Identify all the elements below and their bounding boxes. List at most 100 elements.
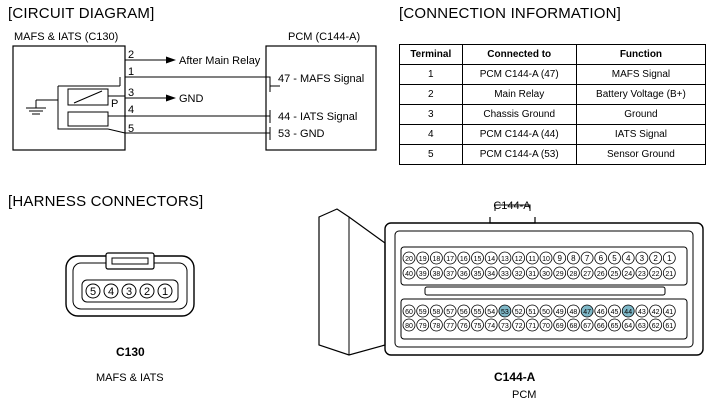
c144a-pin-80 bbox=[402, 318, 416, 332]
c144a-pin-label: 54 bbox=[487, 309, 495, 316]
terminal-cell: 2 bbox=[399, 84, 463, 105]
c144a-pin-9 bbox=[553, 251, 567, 265]
c144a-pin-label: 66 bbox=[597, 323, 605, 330]
c130-pin-1 bbox=[157, 283, 173, 299]
connected-to-cell: Main Relay bbox=[461, 84, 577, 105]
c144a-pin-label: 46 bbox=[597, 309, 605, 316]
c144a-pin-label: 62 bbox=[652, 323, 660, 330]
c144a-pin-label: 60 bbox=[405, 309, 413, 316]
c144a-pin-68 bbox=[566, 318, 580, 332]
c144a-pin-18 bbox=[430, 251, 443, 265]
terminal-cell: 5 bbox=[399, 144, 463, 165]
c144a-pin-36 bbox=[457, 266, 471, 280]
c144a-pin-label: 45 bbox=[611, 309, 619, 316]
c144a-pin-70 bbox=[539, 318, 553, 332]
c144a-pin-16 bbox=[457, 251, 471, 265]
c144a-pin-label: 49 bbox=[556, 309, 564, 316]
c144a-pin-43 bbox=[635, 304, 649, 318]
mafs-element-box bbox=[67, 88, 109, 106]
c144a-pin-55 bbox=[471, 304, 484, 318]
c144a-pin-label: 27 bbox=[583, 271, 591, 278]
c144a-pin-label: 71 bbox=[528, 323, 536, 330]
c130-connector: 5 4 3 2 1 bbox=[65, 252, 195, 317]
c144a-pin-label: 31 bbox=[528, 271, 536, 278]
c144a-pin-label: 58 bbox=[433, 309, 441, 316]
c144a-pin-15 bbox=[471, 251, 484, 265]
c144a-pin-label: 43 bbox=[638, 309, 646, 316]
c130-pin-label: 2 bbox=[144, 286, 150, 298]
function-cell: Battery Voltage (B+) bbox=[575, 84, 707, 105]
c144a-pin-label: 79 bbox=[419, 323, 427, 330]
c144a-pin-label: 47 bbox=[583, 309, 591, 316]
c130-pin-2 bbox=[139, 283, 155, 299]
c130-pin-5 bbox=[85, 283, 101, 299]
function-cell: Sensor Ground bbox=[575, 144, 707, 165]
c144a-pin-65 bbox=[608, 318, 621, 332]
c144a-pin-label: 3 bbox=[640, 254, 645, 263]
c144a-pin-label: 40 bbox=[405, 271, 413, 278]
c144a-pin-label: 12 bbox=[515, 256, 523, 263]
c144a-description: PCM bbox=[512, 389, 537, 401]
c144a-pin-19 bbox=[416, 251, 430, 265]
c130-latch bbox=[105, 252, 155, 270]
connection-table: Terminal Connected to Function 1 PCM C14… bbox=[399, 44, 707, 165]
c144a-pin-label: 61 bbox=[665, 323, 673, 330]
c144a-pin-label: 53 bbox=[501, 309, 509, 316]
function-cell: Ground bbox=[575, 104, 707, 125]
header-connected-to: Connected to bbox=[461, 44, 577, 65]
header-function: Function bbox=[575, 44, 707, 65]
c144a-pin-label: 35 bbox=[474, 271, 482, 278]
c144a-pin-69 bbox=[553, 318, 567, 332]
c144a-pin-45 bbox=[608, 304, 621, 318]
c144a-pin-47 bbox=[580, 304, 594, 318]
c144a-pin-label: 64 bbox=[624, 323, 632, 330]
c144a-pin-5 bbox=[608, 251, 621, 265]
c144a-pin-37 bbox=[443, 266, 457, 280]
c144a-pin-label: 48 bbox=[570, 309, 578, 316]
pin-4-label: 4 bbox=[128, 104, 134, 116]
c144a-pin-label: 14 bbox=[487, 256, 495, 263]
c144a-pin-62 bbox=[649, 318, 663, 332]
c144a-pin-label: 4 bbox=[626, 254, 631, 263]
pcm-pin-47-label: 47 - MAFS Signal bbox=[278, 73, 364, 85]
c144a-pin-72 bbox=[512, 318, 526, 332]
c144a-pin-label: 73 bbox=[501, 323, 509, 330]
function-cell: MAFS Signal bbox=[575, 64, 707, 85]
c144a-pin-79 bbox=[416, 318, 430, 332]
c144a-pin-52 bbox=[512, 304, 526, 318]
pin-1-label: 1 bbox=[128, 66, 134, 78]
c144a-pin-label: 42 bbox=[652, 309, 660, 316]
c144a-pin-label: 50 bbox=[542, 309, 550, 316]
c144a-pin-label: 67 bbox=[583, 323, 591, 330]
c144a-pin-label: 80 bbox=[405, 323, 413, 330]
after-main-relay-label: After Main Relay bbox=[179, 55, 261, 67]
c144a-pin-44 bbox=[621, 304, 635, 318]
c144a-pin-label: 68 bbox=[570, 323, 578, 330]
c144a-pin-label: 29 bbox=[556, 271, 564, 278]
terminal-cell: 4 bbox=[399, 124, 463, 145]
c144a-pin-51 bbox=[525, 304, 539, 318]
c144a-pin-label: 56 bbox=[460, 309, 468, 316]
c144a-pin-66 bbox=[594, 318, 608, 332]
function-cell: IATS Signal bbox=[575, 124, 707, 145]
c144a-pin-10 bbox=[539, 251, 553, 265]
terminal-cell: 3 bbox=[399, 104, 463, 125]
c144a-pin-27 bbox=[580, 266, 594, 280]
c144a-pin-label: 23 bbox=[638, 271, 646, 278]
c144a-pin-label: 44 bbox=[624, 309, 632, 316]
iats-thermistor-box bbox=[67, 111, 109, 127]
connected-to-cell: Chassis Ground bbox=[461, 104, 577, 125]
gnd-label: GND bbox=[179, 93, 204, 105]
table-row: 5 PCM C144-A (53) Sensor Ground bbox=[399, 144, 707, 165]
c144a-pin-label: 33 bbox=[501, 271, 509, 278]
c144a-pin-60 bbox=[402, 304, 416, 318]
c144a-pin-59 bbox=[416, 304, 430, 318]
connected-to-cell: PCM C144-A (44) bbox=[461, 124, 577, 145]
c144a-pin-label: 77 bbox=[446, 323, 454, 330]
c144a-pin-label: 24 bbox=[624, 271, 632, 278]
c144a-pin-42 bbox=[649, 304, 663, 318]
c144a-pin-23 bbox=[635, 266, 649, 280]
c144a-pin-29 bbox=[553, 266, 567, 280]
pin-2-label: 2 bbox=[128, 49, 134, 61]
